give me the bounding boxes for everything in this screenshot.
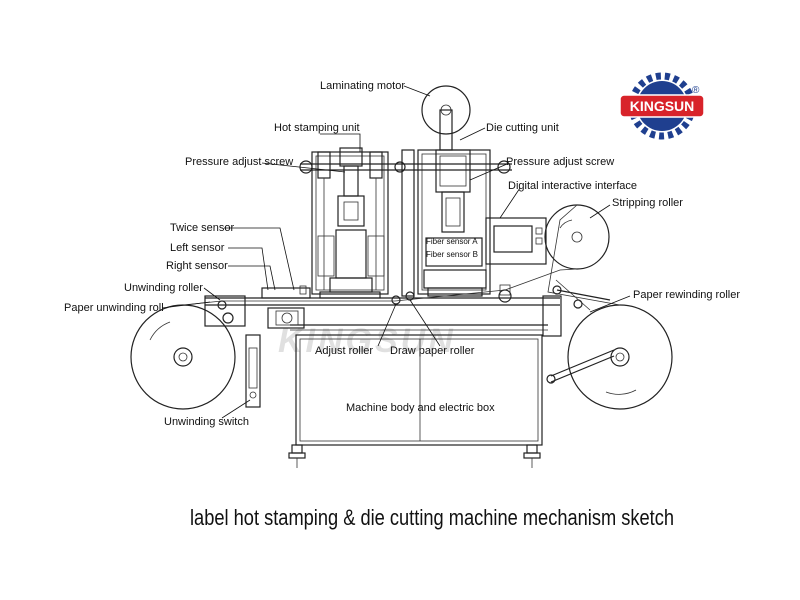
diagram-caption: label hot stamping & die cutting machine… — [190, 505, 674, 530]
machine-body — [288, 324, 548, 468]
hot-stamping-unit — [311, 147, 389, 299]
label-right-sensor: Right sensor — [166, 260, 228, 272]
label-stripping-roller: Stripping roller — [612, 197, 683, 209]
laminating-motor — [421, 85, 471, 151]
right-frame — [542, 279, 615, 384]
label-pressure-adjust-screw-left: Pressure adjust screw — [185, 156, 293, 168]
label-laminating-motor: Laminating motor — [320, 80, 405, 92]
label-adjust-roller: Adjust roller — [315, 345, 373, 357]
logo-banner — [619, 94, 705, 118]
label-machine-body: Machine body and electric box — [346, 402, 495, 414]
kingsun-logo: KINGSUN ® — [619, 72, 705, 140]
label-pressure-adjust-screw-right: Pressure adjust screw — [506, 156, 614, 168]
paper-unwinding-roll — [130, 304, 236, 410]
registered-mark: ® — [692, 85, 700, 96]
label-die-cutting-unit: Die cutting unit — [486, 122, 559, 134]
label-twice-sensor: Twice sensor — [170, 222, 235, 234]
stripping-roller — [544, 204, 610, 270]
label-unwinding-roller: Unwinding roller — [124, 282, 203, 294]
paper-rewinding-roll — [567, 304, 673, 410]
label-paper-rewinding-roller: Paper rewinding roller — [633, 289, 740, 301]
label-paper-unwinding-roll: Paper unwinding roll — [64, 302, 164, 314]
leader-lines — [161, 85, 631, 419]
watermark: KINGSUN — [278, 322, 456, 360]
logo-text: KINGSUN — [630, 98, 695, 114]
label-draw-paper-roller: Draw paper roller — [390, 345, 475, 357]
digital-interface-panel — [485, 217, 547, 265]
label-fiber-sensor-b: Fiber sensor B — [426, 250, 478, 259]
label-unwinding-switch: Unwinding switch — [164, 416, 249, 428]
label-hot-stamping-unit: Hot stamping unit — [274, 122, 360, 134]
label-left-sensor: Left sensor — [170, 242, 225, 254]
die-cutting-unit — [401, 149, 491, 297]
label-fiber-sensor-a: Fiber sensor A — [426, 237, 478, 246]
label-digital-interactive-interface: Digital interactive interface — [508, 180, 637, 192]
left-frame — [204, 285, 311, 408]
